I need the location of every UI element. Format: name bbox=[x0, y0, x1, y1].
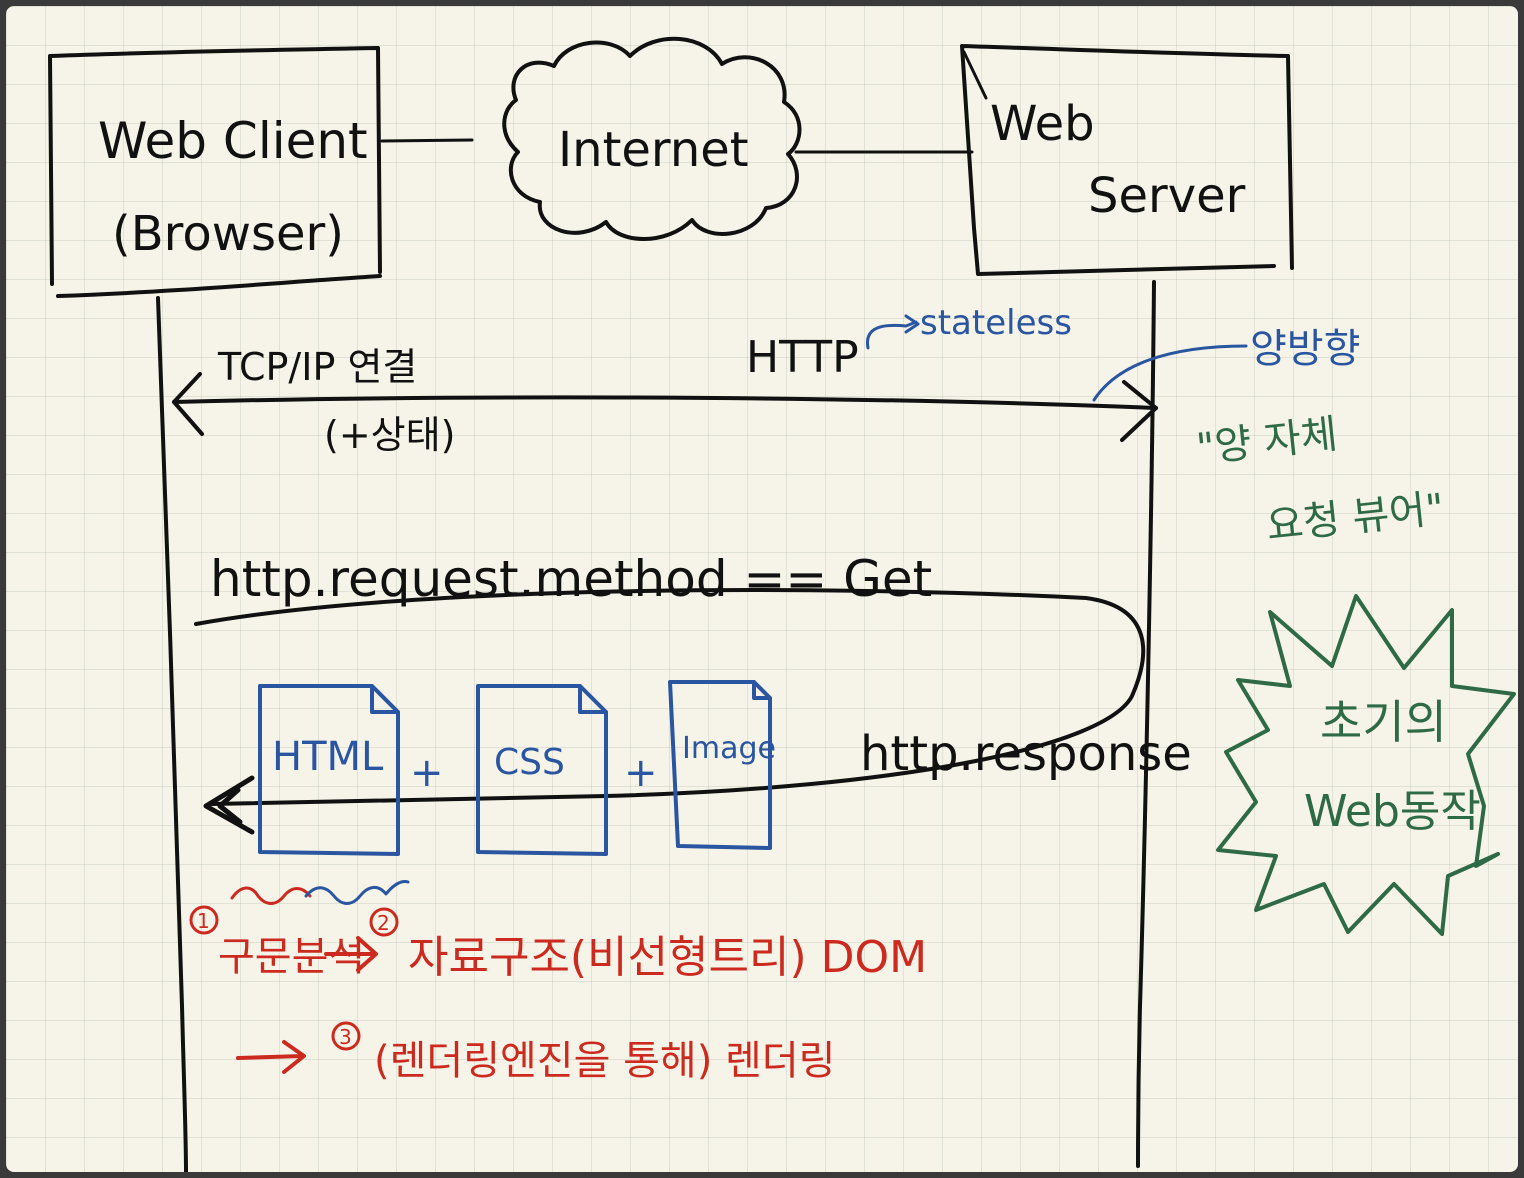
diagram-svg: Web Client (Browser) Internet Web Server… bbox=[48, 36, 1516, 1172]
bidirectional-label: 양방향 bbox=[1250, 326, 1360, 372]
response-loop-arrow bbox=[194, 588, 1146, 806]
web-server-box: Web Server bbox=[960, 44, 1294, 276]
step2-number: 2 bbox=[377, 911, 390, 935]
green-quote: "양 자체 요청 뷰어" bbox=[1194, 411, 1446, 550]
http-annotation: HTTP stateless 양방향 bbox=[746, 303, 1360, 402]
step3-label: (렌더링엔진을 통해) 렌더링 bbox=[374, 1038, 835, 1084]
request-label: http.request.method == Get bbox=[210, 550, 932, 608]
internet-label: Internet bbox=[558, 122, 749, 178]
step2-label: 자료구조(비선형트리) DOM bbox=[408, 932, 927, 983]
step3-arrow bbox=[236, 1040, 306, 1074]
response-arrowhead bbox=[203, 775, 255, 835]
client-lifeline bbox=[156, 296, 188, 1172]
burst-line1: 초기의 bbox=[1320, 695, 1447, 749]
quote-line1: "양 자체 bbox=[1194, 411, 1340, 472]
step1-label: 구문분석 bbox=[218, 934, 365, 980]
client-line2: (Browser) bbox=[112, 206, 344, 262]
server-line2: Server bbox=[1088, 168, 1246, 224]
server-line1: Web bbox=[990, 96, 1095, 152]
quote-line2: 요청 뷰어" bbox=[1264, 486, 1446, 550]
burst-line2: Web동작 bbox=[1304, 786, 1481, 837]
early-web-burst: 초기의 Web동작 bbox=[1216, 594, 1516, 936]
http-label: HTTP bbox=[746, 332, 859, 383]
stateless-label: stateless bbox=[920, 303, 1072, 343]
step2-badge bbox=[369, 907, 399, 937]
response-label: http.response bbox=[860, 726, 1192, 782]
web-client-box: Web Client (Browser) bbox=[48, 46, 382, 298]
step3-number: 3 bbox=[339, 1025, 352, 1049]
step3-badge bbox=[331, 1021, 361, 1051]
step1-arrow bbox=[324, 936, 378, 972]
tcp-state-label: (+상태) bbox=[324, 413, 455, 457]
step1-number: 1 bbox=[197, 909, 210, 933]
css-file-icon: CSS bbox=[476, 684, 608, 856]
plus-sign-2: + bbox=[624, 750, 658, 796]
diagram-canvas: Web Client (Browser) Internet Web Server… bbox=[6, 6, 1518, 1172]
squiggle-blue bbox=[304, 880, 410, 905]
tcp-connection-arrow: TCP/IP 연결 (+상태) bbox=[172, 345, 1158, 457]
bidirectional-pointer bbox=[1092, 344, 1248, 402]
step1-badge bbox=[189, 905, 219, 935]
stateless-arrow bbox=[866, 314, 920, 350]
internet-cloud: Internet bbox=[502, 36, 802, 241]
processing-steps: 1 구문분석 2 자료구조(비선형트리) DOM 3 (렌더링엔진을 통해) 렌… bbox=[189, 880, 927, 1084]
image-file-icon: Image bbox=[668, 680, 776, 850]
plus-sign-1: + bbox=[410, 750, 444, 796]
client-line1: Web Client bbox=[98, 112, 368, 170]
client-internet-link bbox=[380, 138, 474, 143]
html-file-icon: HTML bbox=[258, 684, 400, 856]
server-lifeline bbox=[1136, 280, 1156, 1168]
html-file-label: HTML bbox=[272, 734, 384, 780]
squiggle-red bbox=[230, 886, 312, 905]
image-file-label: Image bbox=[682, 731, 776, 766]
css-file-label: CSS bbox=[494, 742, 565, 783]
tcp-label: TCP/IP 연결 bbox=[217, 345, 417, 389]
